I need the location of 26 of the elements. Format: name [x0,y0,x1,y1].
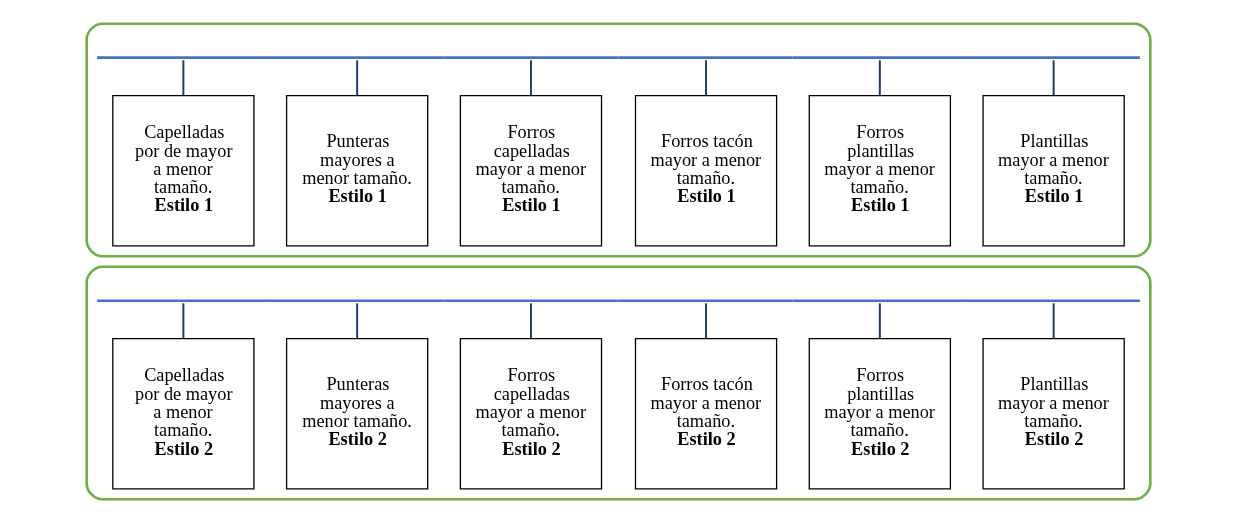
node-box: Capelladas por de mayor a menor tamaño. Estilo 2 [112,337,255,490]
node-box: Capelladas por de mayor a menor tamaño. Estilo 1 [112,94,255,247]
cluster [85,265,1152,501]
connector [878,59,881,97]
connector [356,302,359,340]
connector [182,59,185,97]
connector [705,59,708,97]
connector [1052,302,1055,340]
node-box: Forros capelladas mayor a menor tamaño. Estilo 2 [459,337,603,490]
node-box: Forros tacón mayor a menor tamaño. Estilo 2 [634,337,778,490]
node-box: Punteras mayores a menor tamaño. Estilo 2 [285,337,429,490]
node-box: Plantillas mayor a menor tamaño. Estilo 2 [982,337,1125,490]
connector [182,302,185,340]
connector [1052,59,1055,97]
connector [356,59,359,97]
cluster [85,22,1152,258]
node-box: Forros plantillas mayor a menor tamaño. Estilo 1 [808,94,952,247]
connector [705,302,708,340]
connector [529,59,532,97]
node-box: Forros tacón mayor a menor tamaño. Estilo 1 [634,94,778,247]
node-box: Forros plantillas mayor a menor tamaño. Estilo 2 [808,337,952,490]
node-box: Punteras mayores a menor tamaño. Estilo 1 [285,94,429,247]
node-box: Forros capelladas mayor a menor tamaño. Estilo 1 [459,94,603,247]
connector [878,302,881,340]
node-box: Plantillas mayor a menor tamaño. Estilo 1 [982,94,1125,247]
connector [529,302,532,340]
